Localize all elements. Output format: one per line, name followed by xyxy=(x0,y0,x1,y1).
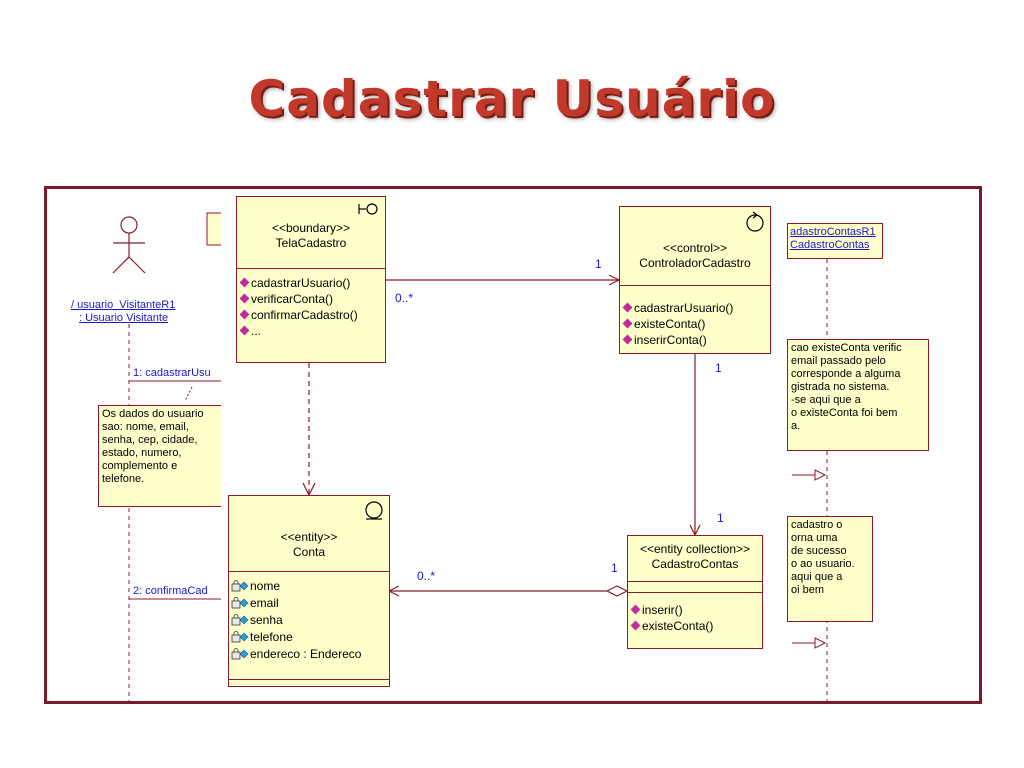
private-attribute-icon xyxy=(231,596,249,609)
note-line: gistrada no sistema. xyxy=(791,381,890,393)
boundary-icon xyxy=(358,203,378,215)
operation-item: cadastrarUsuario() xyxy=(239,275,385,291)
note-line: cadastro o xyxy=(791,519,843,531)
note-line: a. xyxy=(791,420,801,432)
private-attribute-icon xyxy=(231,647,249,660)
attribute-item: endereco : Endereco xyxy=(231,646,389,663)
private-attribute-icon xyxy=(231,630,249,643)
note-line: o existeConta foi bem xyxy=(791,407,898,419)
multiplicity-label: 0..* xyxy=(417,569,436,583)
class-header: <<control>> ControladorCadastro xyxy=(620,207,770,286)
class-name: ControladorCadastro xyxy=(639,256,751,270)
class-stereotype: <<entity>> xyxy=(280,530,338,544)
aggregation-diamond xyxy=(605,585,629,597)
note-line: email passado pelo xyxy=(791,355,886,367)
actor-name-line2: : Usuario Visitante xyxy=(79,312,169,324)
note-line: sao: nome, email, xyxy=(102,421,189,433)
class-header: <<entity collection>> CadastroContas xyxy=(628,536,762,582)
message-label-2: 2: confirmaCad xyxy=(133,585,208,597)
operation-item: confirmarCadastro() xyxy=(239,307,385,323)
note-line: corresponde a alguma xyxy=(791,368,901,380)
actor-name-line1: / usuario_VisitanteR1 xyxy=(71,299,176,311)
operation-item: existeConta() xyxy=(630,618,762,634)
class-stereotype: <<control>> xyxy=(662,241,728,255)
class-tela-cadastro[interactable]: <<boundary>> TelaCadastro cadastrarUsuar… xyxy=(236,196,386,363)
entity-icon xyxy=(365,501,383,520)
class-controlador-cadastro[interactable]: <<control>> ControladorCadastro cadastra… xyxy=(619,206,771,354)
operation-list: cadastrarUsuario() existeConta() inserir… xyxy=(620,286,770,348)
operation-icon xyxy=(239,277,250,288)
operation-icon xyxy=(622,302,633,313)
class-separator xyxy=(628,592,762,593)
note-line: cao existeConta verific xyxy=(791,342,902,354)
operation-icon xyxy=(239,309,250,320)
right-note-1: cao existeConta verific email passado pe… xyxy=(787,339,929,451)
actor-icon xyxy=(112,216,146,274)
right-object-box: adastroContasR1 CadastroContas xyxy=(787,223,883,259)
operation-item: inserirConta() xyxy=(622,332,770,348)
operation-icon xyxy=(239,293,250,304)
operation-item: cadastrarUsuario() xyxy=(622,300,770,316)
class-conta[interactable]: <<entity>> Conta nome email senha telefo… xyxy=(228,495,390,687)
operation-list: cadastrarUsuario() verificarConta() conf… xyxy=(237,269,385,339)
operation-icon xyxy=(622,318,633,329)
page-title: Cadastrar Usuário xyxy=(248,70,776,128)
class-bottom-compartment xyxy=(229,679,389,680)
class-cadastro-contas[interactable]: <<entity collection>> CadastroContas ins… xyxy=(627,535,763,649)
operation-item: existeConta() xyxy=(622,316,770,332)
note-line: senha, cep, cidade, xyxy=(102,434,198,446)
multiplicity-label: 1 xyxy=(595,257,602,271)
note-line: oi bem xyxy=(791,584,825,596)
note-line: aqui que a xyxy=(791,571,843,583)
control-icon xyxy=(746,211,764,232)
class-name: CadastroContas xyxy=(651,557,739,571)
note-line: Os dados do usuario xyxy=(102,408,204,420)
multiplicity-label: 1 xyxy=(717,511,724,525)
note-line: -se aqui que a xyxy=(791,394,861,406)
right-note-2: cadastro o orna uma de sucesso o ao usua… xyxy=(787,516,873,622)
right-object-line1: adastroContasR1 xyxy=(790,226,876,238)
operation-item: inserir() xyxy=(630,602,762,618)
operation-item: ... xyxy=(239,323,385,339)
message-arrowhead xyxy=(814,637,827,649)
message-arrowhead xyxy=(814,469,827,481)
attribute-item: senha xyxy=(231,612,389,629)
note-line: o ao usuario. xyxy=(791,558,855,570)
left-note: Os dados do usuario sao: nome, email, se… xyxy=(98,405,224,507)
private-attribute-icon xyxy=(231,579,249,592)
multiplicity-label: 0..* xyxy=(395,291,414,305)
note-line: estado, numero, xyxy=(102,447,182,459)
operation-icon xyxy=(622,334,633,345)
operation-icon xyxy=(239,325,250,336)
class-name: Conta xyxy=(292,545,326,559)
background-sequence-layer xyxy=(112,212,828,701)
operation-list: inserir() existeConta() xyxy=(628,582,762,634)
actor-label: / usuario_VisitanteR1 : Usuario Visitant… xyxy=(71,299,175,325)
note-line: telefone. xyxy=(102,473,145,485)
operation-icon xyxy=(630,604,641,615)
class-connectors xyxy=(302,274,701,597)
multiplicity-label: 1 xyxy=(611,561,618,575)
class-header: <<boundary>> TelaCadastro xyxy=(237,197,385,269)
operation-icon xyxy=(630,620,641,631)
note-line: orna uma xyxy=(791,532,838,544)
attribute-list: nome email senha telefone endereco : End… xyxy=(229,572,389,663)
attribute-item: nome xyxy=(231,578,389,595)
message-label-1: 1: cadastrarUsu xyxy=(133,367,211,379)
attribute-item: email xyxy=(231,595,389,612)
class-header: <<entity>> Conta xyxy=(229,496,389,572)
multiplicity-label: 1 xyxy=(715,361,722,375)
right-object-line2: CadastroContas xyxy=(790,239,870,251)
class-name: TelaCadastro xyxy=(275,236,347,250)
operation-item: verificarConta() xyxy=(239,291,385,307)
class-stereotype: <<boundary>> xyxy=(271,221,351,235)
private-attribute-icon xyxy=(231,613,249,626)
class-stereotype: <<entity collection>> xyxy=(639,542,751,556)
note-line: de sucesso xyxy=(791,545,847,557)
attribute-item: telefone xyxy=(231,629,389,646)
note-line: complemento e xyxy=(102,460,178,472)
diagram-frame: / usuario_VisitanteR1 : Usuario Visitant… xyxy=(44,186,982,704)
note-anchor xyxy=(184,386,193,402)
